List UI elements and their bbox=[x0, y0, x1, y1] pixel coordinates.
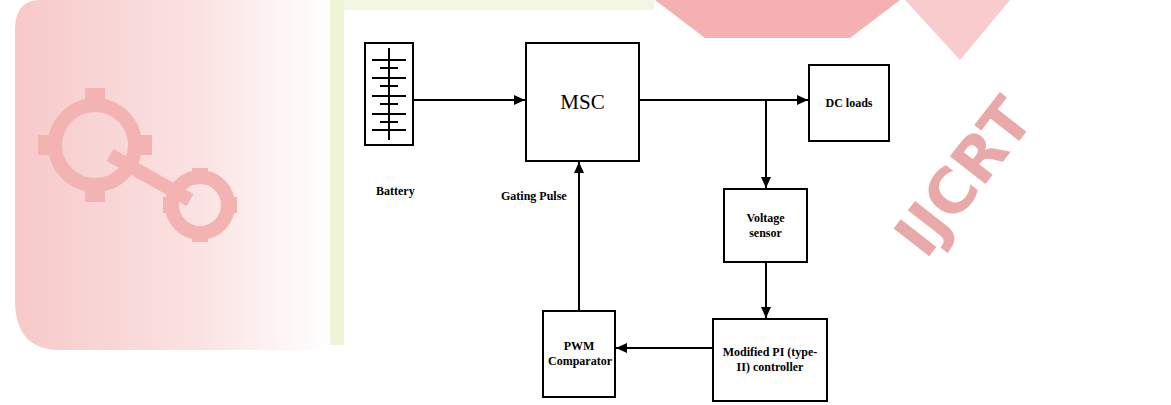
gear-teeth bbox=[38, 88, 237, 242]
red-corner-shape bbox=[655, 0, 900, 38]
watermark: IJCRT bbox=[880, 84, 1048, 270]
signal-label: Gating Pulse bbox=[499, 189, 569, 204]
box-label: Voltage sensor bbox=[725, 211, 806, 241]
box-label: DC loads bbox=[821, 96, 876, 111]
part-label: Battery bbox=[376, 184, 415, 199]
controller-box: Modified PI (type-II) controller bbox=[712, 318, 828, 402]
gear-logo bbox=[55, 105, 228, 233]
box-label: MSC bbox=[556, 89, 608, 115]
signal-arrow bbox=[616, 347, 712, 349]
sensor-box: Voltage sensor bbox=[723, 188, 808, 263]
box-label: PWM Comparator bbox=[544, 339, 614, 369]
battery-box: Battery bbox=[364, 42, 414, 146]
signal-arrow bbox=[765, 263, 767, 318]
green-stripe bbox=[330, 0, 344, 345]
signal-arrow bbox=[640, 100, 766, 188]
red-corner-shape bbox=[905, 0, 1010, 60]
battery-symbol bbox=[372, 48, 406, 140]
load-box: DC loads bbox=[808, 64, 890, 142]
comparator-box: PWM Comparator bbox=[542, 310, 616, 398]
signal-arrow bbox=[414, 99, 525, 101]
converter-box: MSC bbox=[525, 42, 640, 162]
green-band bbox=[344, 0, 654, 10]
pink-panel bbox=[15, 0, 330, 350]
battery-ground bbox=[365, 43, 413, 145]
signal-arrow bbox=[578, 162, 580, 310]
box-label: Modified PI (type-II) controller bbox=[714, 345, 826, 375]
